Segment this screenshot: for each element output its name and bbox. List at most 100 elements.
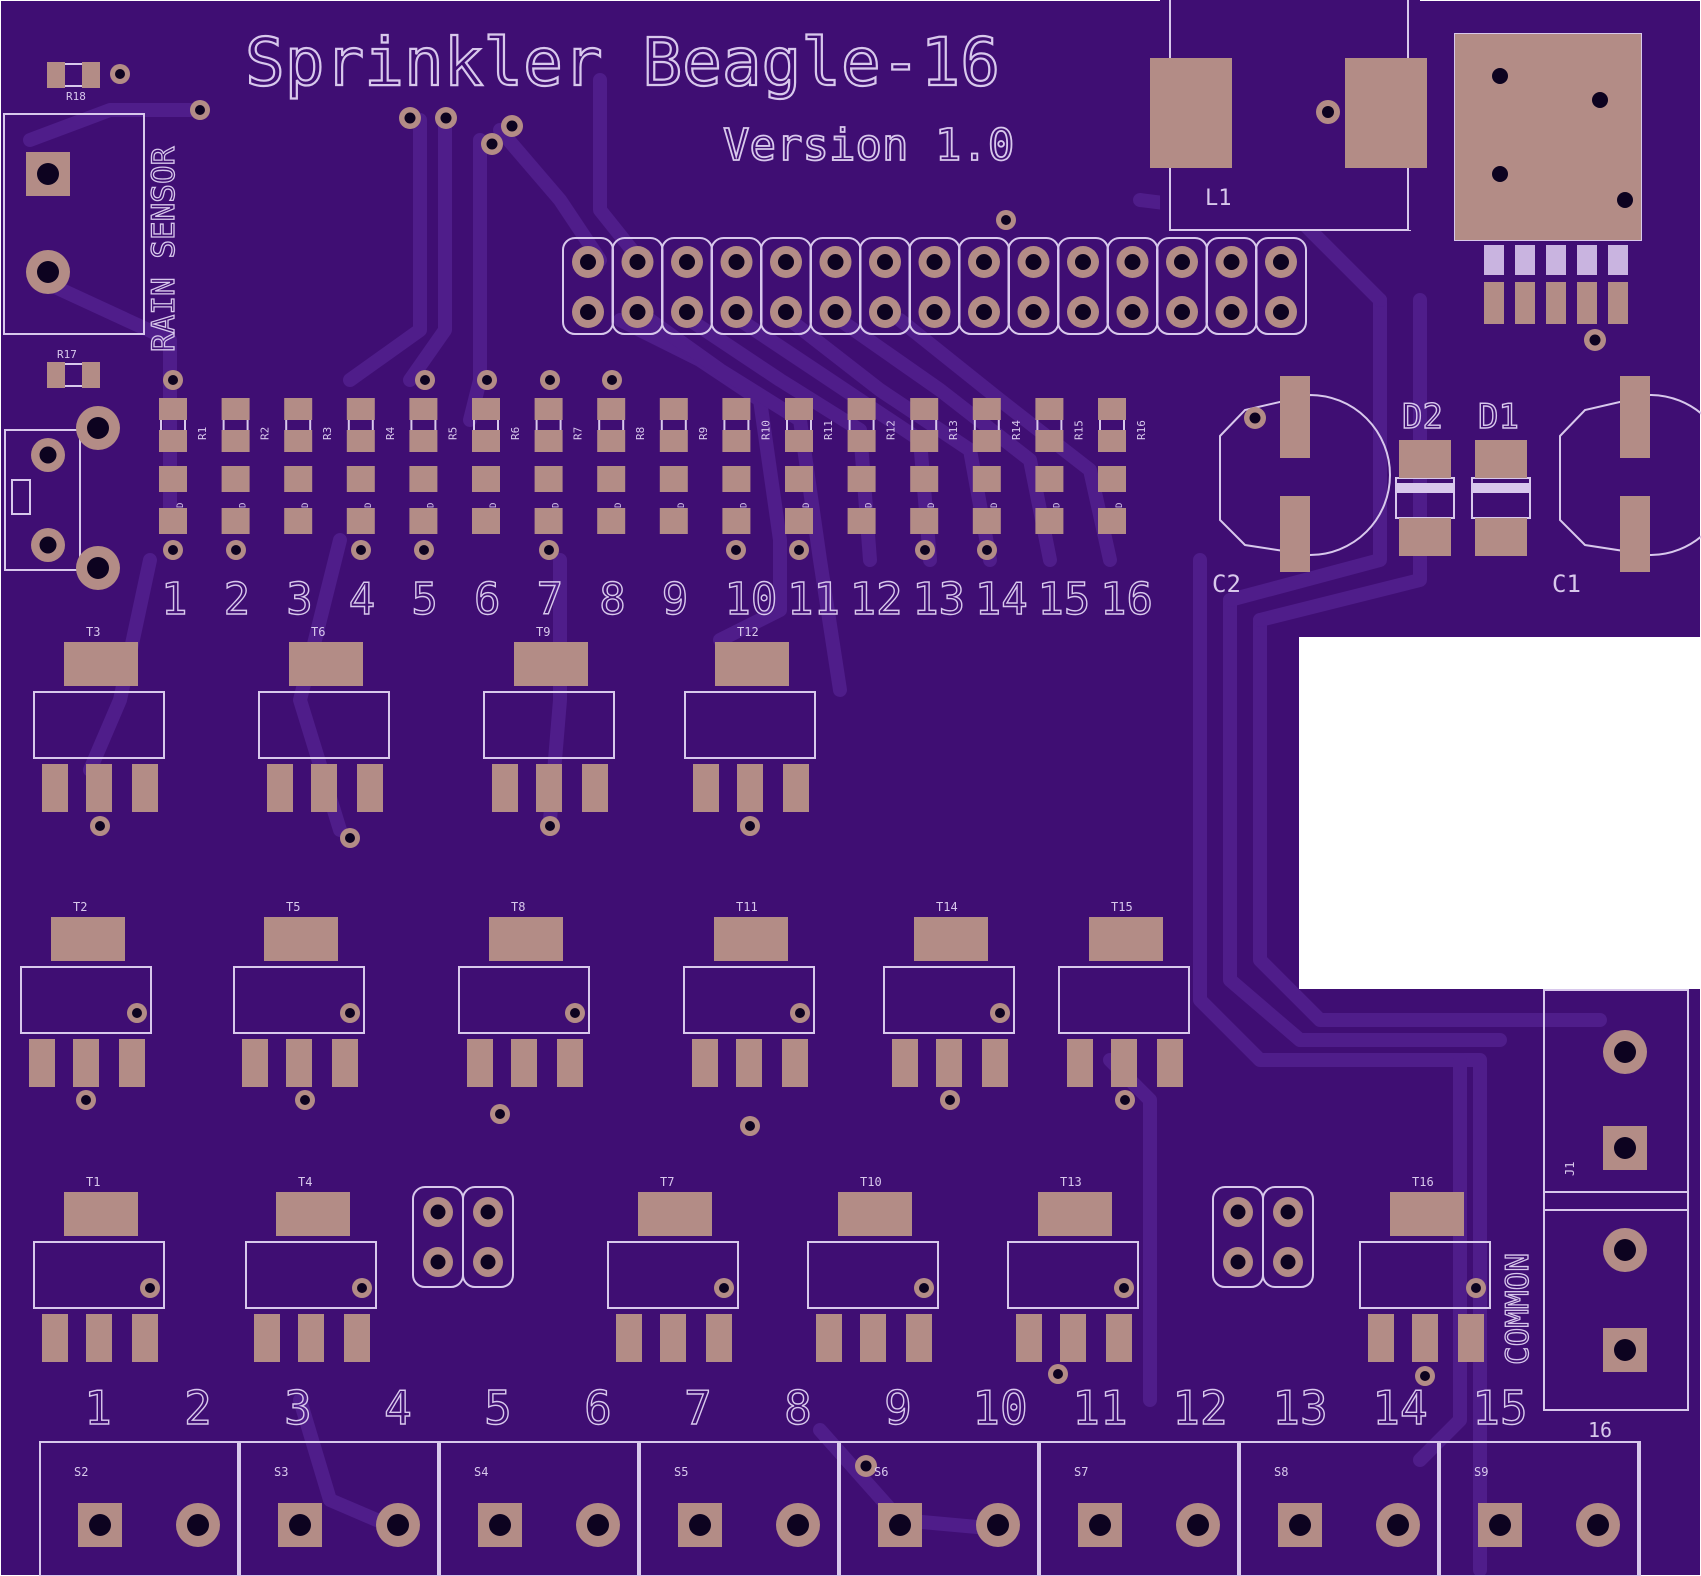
resistor-label: R12	[885, 420, 898, 440]
r18-pad	[47, 62, 65, 88]
transistor-pin	[29, 1039, 55, 1087]
led-pad	[722, 508, 751, 534]
pad-drill	[1223, 254, 1240, 270]
c2-outline	[1219, 393, 1391, 557]
led-pad	[597, 466, 626, 492]
transistor-pin	[332, 1039, 358, 1087]
pad-drill	[580, 304, 596, 320]
d1-cathode-band	[1471, 483, 1531, 493]
transistor-label: T2	[73, 900, 87, 914]
pad-drill	[430, 1204, 446, 1220]
channel-number-bottom: 13	[1272, 1381, 1327, 1435]
trace	[83, 553, 157, 777]
channel-number-top: 14	[975, 574, 1028, 625]
transistor-pin	[1157, 1039, 1183, 1087]
led-label: D	[990, 503, 1000, 508]
d1-pad	[1475, 518, 1527, 556]
led-label: D	[614, 503, 624, 508]
resistor-label: R15	[1072, 420, 1085, 440]
c2-label: C2	[1212, 570, 1241, 598]
led-pad	[221, 508, 250, 534]
led-pad	[472, 508, 500, 534]
trace	[1253, 613, 1607, 1027]
channel-number-top: 2	[224, 574, 251, 625]
pad-drill	[37, 163, 59, 185]
pad-drill	[1025, 304, 1042, 320]
led-pad	[409, 508, 438, 534]
screw-terminal-label: S3	[274, 1465, 288, 1479]
header-cell-outline	[1255, 237, 1307, 335]
resistor-pad	[910, 398, 939, 420]
r18-pad	[82, 62, 100, 88]
screw-terminal-label: S2	[74, 1465, 88, 1479]
transistor-pin	[1067, 1039, 1093, 1087]
resistor-label: R1	[196, 427, 209, 440]
via-drill	[495, 1109, 505, 1119]
power-jack-key	[11, 479, 31, 515]
pad-drill	[1614, 1041, 1636, 1063]
pad-drill	[1489, 1514, 1511, 1536]
thermal-via	[1592, 92, 1608, 108]
channel-number-top: 4	[349, 574, 376, 625]
pad-drill	[1230, 1204, 1246, 1220]
channel-number-bottom: 12	[1172, 1381, 1227, 1435]
d2-label: D2	[1402, 397, 1443, 437]
pad-drill	[827, 304, 844, 320]
pad-drill	[889, 1514, 911, 1536]
resistor-pad	[597, 398, 626, 420]
via-drill	[300, 1095, 310, 1105]
led-pad	[1035, 466, 1064, 492]
resistor-pad	[847, 398, 876, 420]
via-drill	[231, 545, 241, 555]
channel-number-bottom: 16	[1588, 1418, 1612, 1442]
pad-drill	[1075, 254, 1091, 270]
transistor-pin	[511, 1039, 537, 1087]
pad-drill	[1075, 304, 1091, 320]
pad-drill	[430, 1254, 446, 1270]
via-drill	[168, 375, 178, 385]
pad-drill	[1614, 1339, 1636, 1361]
pad-drill	[976, 254, 992, 270]
resistor-pad	[1035, 430, 1064, 452]
led-pad	[534, 466, 563, 492]
via-drill	[115, 69, 125, 79]
resistor-pad	[972, 430, 1001, 452]
led-pad	[847, 508, 876, 534]
via-drill	[1001, 215, 1011, 225]
led-label: D	[176, 503, 186, 508]
d2-cathode-band	[1395, 483, 1455, 493]
channel-number-bottom: 6	[584, 1381, 612, 1435]
led-pad	[722, 466, 751, 492]
transistor-pin	[557, 1039, 583, 1087]
channel-number-bottom: 8	[784, 1381, 812, 1435]
trace	[1253, 293, 1427, 627]
transistor-label: T9	[536, 625, 550, 639]
regulator-pad	[1608, 282, 1628, 324]
led-pad	[972, 508, 1001, 534]
transistor-outline	[1007, 1241, 1139, 1309]
transistor-tab	[1038, 1192, 1112, 1236]
resistor-pad	[472, 430, 500, 452]
transistor-label: T1	[86, 1175, 100, 1189]
transistor-outline	[807, 1241, 939, 1309]
trace	[403, 113, 452, 387]
transistor-tab	[489, 917, 563, 961]
trace	[33, 273, 177, 527]
trace	[23, 103, 197, 147]
via-drill	[419, 545, 429, 555]
transistor-pin	[132, 1314, 158, 1362]
transistor-tab	[514, 642, 588, 686]
regulator-lead	[1484, 245, 1504, 275]
led-pad	[346, 466, 375, 492]
channel-number-top: 10	[724, 574, 777, 625]
led-pad	[221, 466, 250, 492]
pad-drill	[1124, 304, 1141, 320]
trace	[593, 73, 647, 267]
r17-label: R17	[57, 348, 77, 361]
channel-number-bottom: 9	[884, 1381, 912, 1435]
pad-drill	[926, 254, 943, 270]
via-drill	[420, 375, 430, 385]
screw-terminal-label: S9	[1474, 1465, 1488, 1479]
transistor-label: T7	[660, 1175, 674, 1189]
via-drill	[1120, 1095, 1130, 1105]
